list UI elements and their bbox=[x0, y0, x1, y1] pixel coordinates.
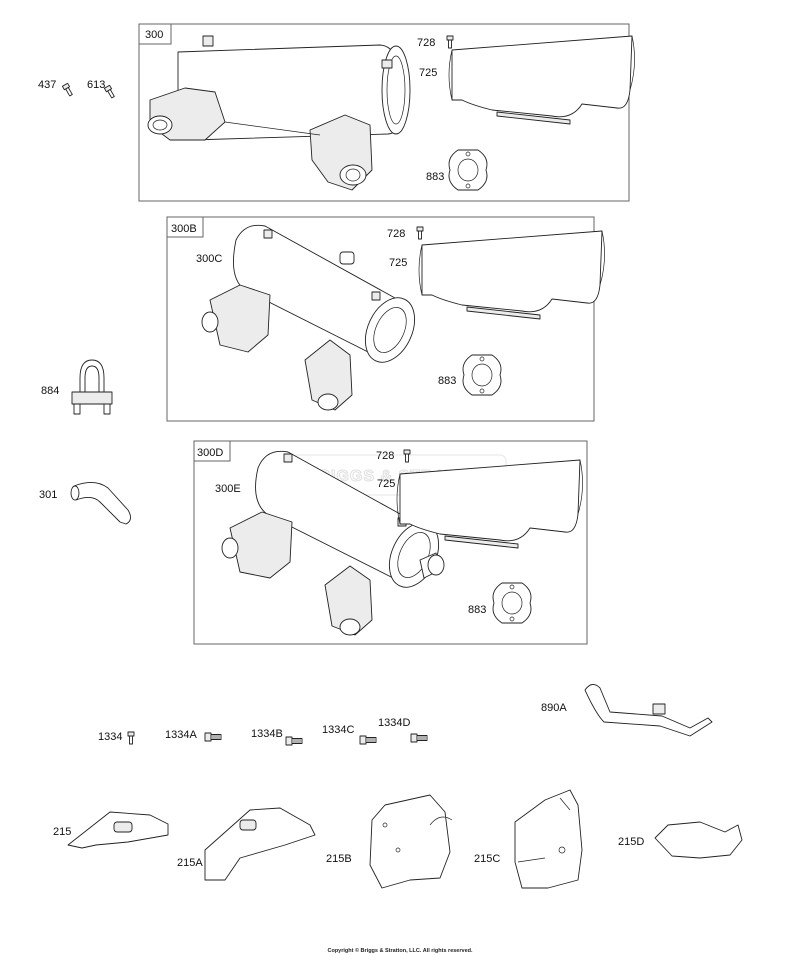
group-300-tag bbox=[138, 23, 172, 45]
group-300-frame bbox=[138, 23, 630, 202]
bolt-1334b[interactable] bbox=[285, 736, 303, 746]
screw-613[interactable] bbox=[103, 84, 117, 100]
gasket-883-a[interactable] bbox=[448, 149, 488, 191]
part-label-301: 301 bbox=[39, 489, 57, 501]
part-label-890a: 890A bbox=[541, 702, 567, 714]
part-label-1334: 1334 bbox=[98, 731, 122, 743]
screw-728-b[interactable] bbox=[416, 226, 424, 240]
group-300b-label: 300B bbox=[171, 223, 197, 235]
tailpipe-301[interactable] bbox=[70, 482, 131, 525]
group-300-label: 300 bbox=[145, 29, 163, 41]
group-300b-frame bbox=[166, 216, 595, 422]
cover-215c[interactable] bbox=[514, 789, 583, 889]
part-label-725-b: 725 bbox=[389, 257, 407, 269]
group-300: 300 728 725 883 bbox=[138, 23, 636, 202]
gasket-883-b[interactable] bbox=[462, 354, 502, 396]
part-label-883-b: 883 bbox=[438, 375, 456, 387]
muffler-300[interactable] bbox=[147, 35, 411, 191]
guard-215a[interactable] bbox=[204, 807, 316, 881]
group-300d-tag bbox=[193, 440, 231, 462]
part-label-1334c: 1334C bbox=[322, 724, 354, 736]
part-label-215b: 215B bbox=[326, 853, 352, 865]
plate-215d[interactable] bbox=[654, 821, 743, 859]
part-label-725: 725 bbox=[419, 67, 437, 79]
part-label-728: 728 bbox=[417, 37, 435, 49]
part-label-437: 437 bbox=[38, 79, 56, 91]
screw-437[interactable] bbox=[61, 82, 75, 98]
part-label-1334d: 1334D bbox=[378, 717, 410, 729]
group-300b: 300B 300C 728 725 883 bbox=[166, 216, 606, 422]
part-label-728-c: 728 bbox=[376, 450, 394, 462]
part-label-215a: 215A bbox=[177, 857, 203, 869]
part-label-300c: 300C bbox=[196, 253, 222, 265]
screw-1334[interactable] bbox=[127, 731, 135, 745]
group-300b-tag bbox=[166, 216, 204, 238]
bolt-1334d[interactable] bbox=[410, 733, 428, 743]
heat-shield-725-b[interactable] bbox=[418, 230, 606, 320]
bolt-1334a[interactable] bbox=[204, 732, 222, 742]
group-300d: 300D 300E 728 725 883 bbox=[193, 440, 588, 645]
cover-215b[interactable] bbox=[369, 794, 453, 889]
bolt-1334c[interactable] bbox=[359, 735, 377, 745]
part-label-728-b: 728 bbox=[387, 228, 405, 240]
part-label-1334b: 1334B bbox=[251, 728, 283, 740]
part-label-215c: 215C bbox=[474, 853, 500, 865]
part-label-725-c: 725 bbox=[377, 478, 395, 490]
muffler-300e[interactable] bbox=[221, 450, 448, 636]
guard-215[interactable] bbox=[67, 811, 169, 849]
part-label-300e: 300E bbox=[215, 483, 241, 495]
part-label-613: 613 bbox=[87, 79, 105, 91]
copyright-text: Copyright © Briggs & Stratton, LLC. All … bbox=[327, 947, 473, 954]
part-label-883-c: 883 bbox=[468, 604, 486, 616]
group-300d-label: 300D bbox=[197, 447, 223, 459]
screw-728-a[interactable] bbox=[446, 35, 454, 49]
muffler-300c[interactable] bbox=[201, 224, 424, 411]
part-label-884: 884 bbox=[41, 385, 59, 397]
gasket-883-c[interactable] bbox=[492, 582, 532, 624]
part-label-883: 883 bbox=[426, 171, 444, 183]
bracket-890a[interactable] bbox=[584, 684, 713, 737]
clamp-884[interactable] bbox=[71, 359, 113, 415]
group-300d-frame bbox=[193, 440, 588, 645]
screw-728-c[interactable] bbox=[403, 449, 411, 463]
part-label-215: 215 bbox=[53, 826, 71, 838]
part-label-215d: 215D bbox=[618, 836, 644, 848]
part-label-1334a: 1334A bbox=[165, 729, 197, 741]
heat-shield-725-a[interactable] bbox=[448, 35, 636, 125]
